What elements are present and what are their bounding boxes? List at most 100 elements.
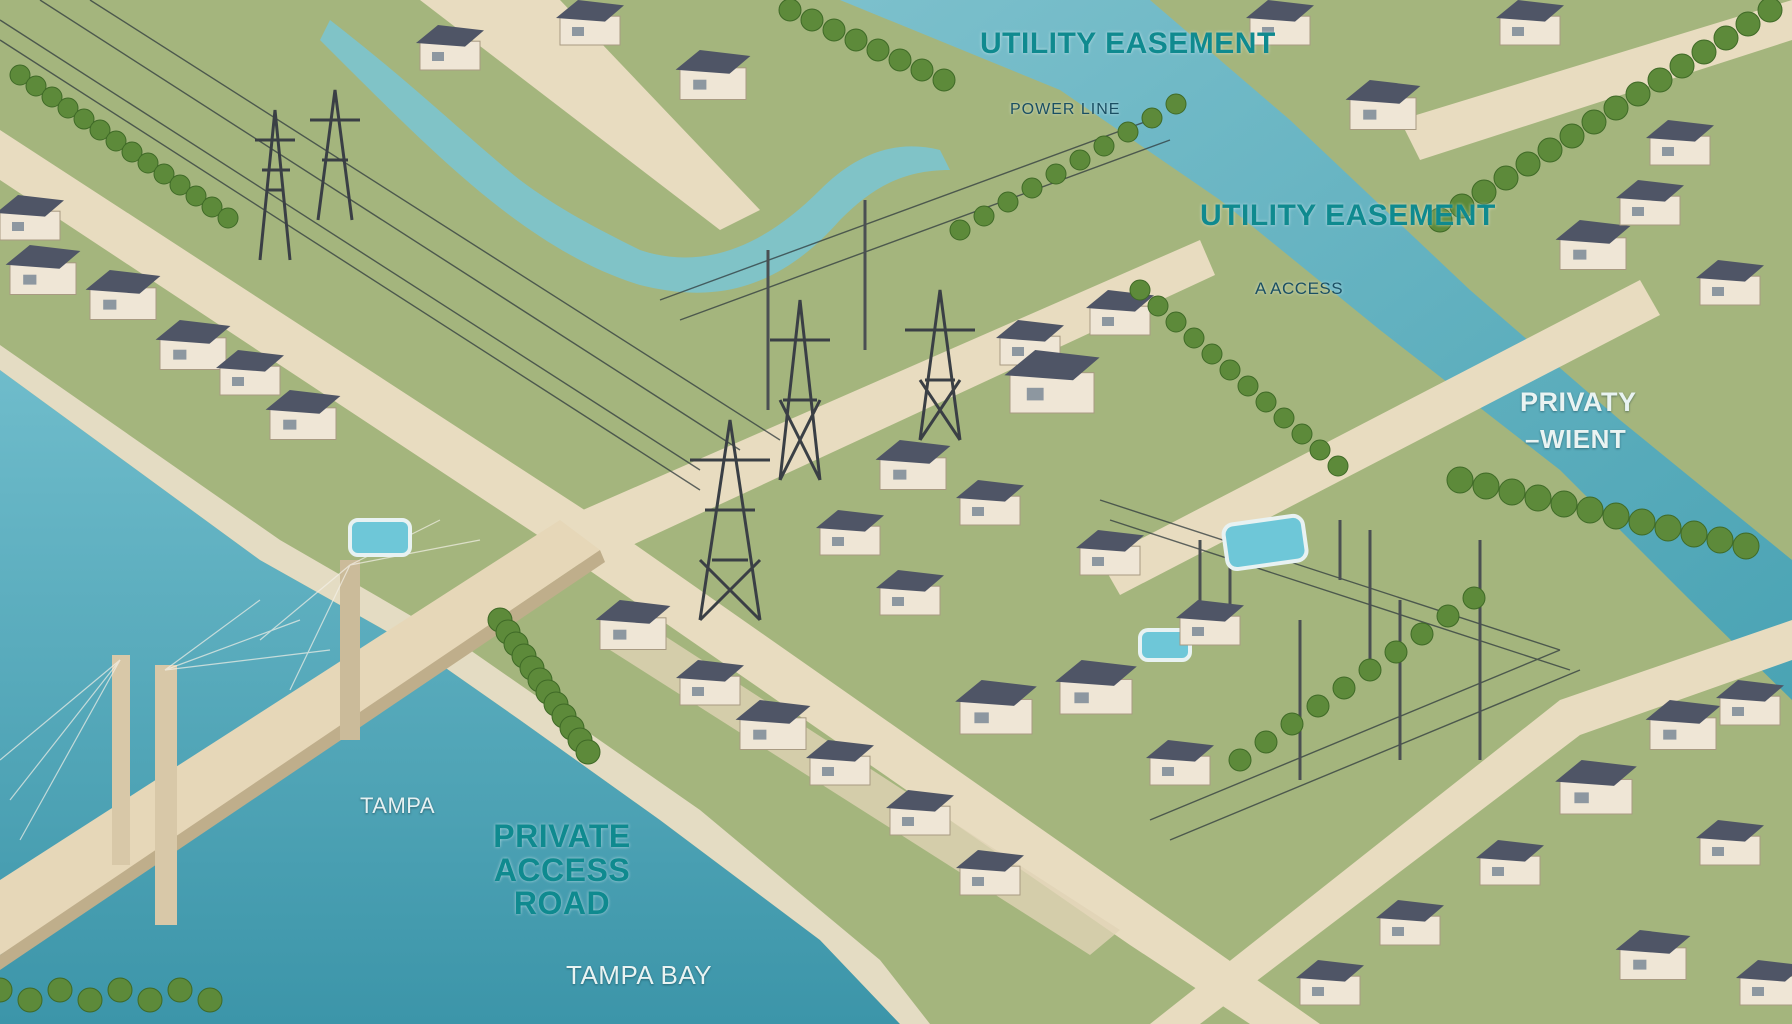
tree: [1021, 177, 1043, 199]
privaty-sub-label: –WIENT: [1525, 424, 1627, 454]
tree: [105, 130, 127, 152]
tree: [1449, 193, 1475, 219]
tree: [0, 977, 13, 1003]
bridge-cables: [0, 519, 481, 841]
house: [875, 440, 951, 491]
tree: [1165, 93, 1187, 115]
tree: [1706, 526, 1734, 554]
bridge-pylon-far: [340, 560, 360, 740]
tree: [1732, 532, 1760, 560]
house: [1146, 740, 1214, 786]
tree: [1117, 121, 1139, 143]
tree: [1735, 11, 1761, 37]
tree: [1515, 151, 1541, 177]
tree: [1273, 407, 1295, 429]
house: [595, 600, 671, 651]
tampa-bay-label: TAMPA BAY: [566, 960, 713, 990]
house: [1296, 960, 1364, 1006]
power-line-label: POWER LINE: [1010, 101, 1121, 118]
house: [876, 570, 944, 616]
utility-easement-label: UTILITY EASEMENT: [980, 27, 1276, 60]
house: [735, 700, 811, 751]
house: [956, 480, 1024, 526]
house: [1345, 80, 1421, 130]
tree: [1576, 496, 1604, 524]
tampa-label: TAMPA: [360, 793, 436, 818]
tree: [1493, 165, 1519, 191]
tree: [1669, 53, 1695, 79]
house: [886, 790, 954, 836]
tree: [1147, 295, 1169, 317]
tree: [1332, 676, 1356, 700]
tree: [1559, 123, 1585, 149]
house: [1696, 820, 1764, 866]
house: [1616, 180, 1684, 226]
tree: [997, 191, 1019, 213]
tree: [185, 185, 207, 207]
upper-road: [420, 0, 760, 230]
house: [5, 245, 81, 296]
easement-creek: [320, 20, 950, 293]
house: [1646, 120, 1714, 166]
tree: [932, 68, 956, 92]
tree: [1141, 107, 1163, 129]
tree: [1472, 472, 1500, 500]
house: [1004, 350, 1100, 414]
tree: [137, 152, 159, 174]
tree: [137, 987, 163, 1013]
tree: [844, 28, 868, 52]
house: [216, 350, 284, 396]
tree: [153, 163, 175, 185]
house: [1716, 680, 1784, 726]
house: [1555, 760, 1637, 815]
tree: [1550, 490, 1578, 518]
tree: [89, 119, 111, 141]
house: [675, 50, 751, 100]
transmission-tower: [770, 299, 830, 481]
tree: [800, 8, 824, 32]
house: [265, 390, 341, 441]
tree: [910, 58, 934, 82]
tree: [217, 207, 239, 229]
tree: [973, 205, 995, 227]
transmission-tower: [905, 289, 975, 441]
tree: [1254, 730, 1278, 754]
privaty-label: PRIVATY: [1520, 387, 1637, 417]
right-road: [1100, 280, 1660, 595]
house: [1696, 260, 1764, 306]
house: [1476, 840, 1544, 886]
tree: [9, 64, 31, 86]
tree: [1602, 502, 1630, 530]
tree: [866, 38, 890, 62]
tree: [1183, 327, 1205, 349]
tree: [41, 86, 63, 108]
tree: [77, 987, 103, 1013]
tree: [167, 977, 193, 1003]
tree: [25, 75, 47, 97]
tree: [169, 174, 191, 196]
house: [0, 195, 64, 241]
tree: [1280, 712, 1304, 736]
power-line-wires: [0, 0, 1581, 841]
house: [955, 680, 1037, 735]
tree: [1201, 343, 1223, 365]
bridge-pylon-right: [155, 665, 177, 925]
tree: [1680, 520, 1708, 548]
tree: [1625, 81, 1651, 107]
house: [1645, 700, 1721, 751]
tree: [822, 18, 846, 42]
tree: [1498, 478, 1526, 506]
tree: [1358, 658, 1382, 682]
tree: [1647, 67, 1673, 93]
tree: [1524, 484, 1552, 512]
tree: [575, 739, 601, 765]
tree: [121, 141, 143, 163]
tree: [1691, 39, 1717, 65]
tree: [1045, 163, 1067, 185]
tree: [1309, 439, 1331, 461]
main-diagonal-road: [0, 130, 1320, 1024]
tree: [1628, 508, 1656, 536]
